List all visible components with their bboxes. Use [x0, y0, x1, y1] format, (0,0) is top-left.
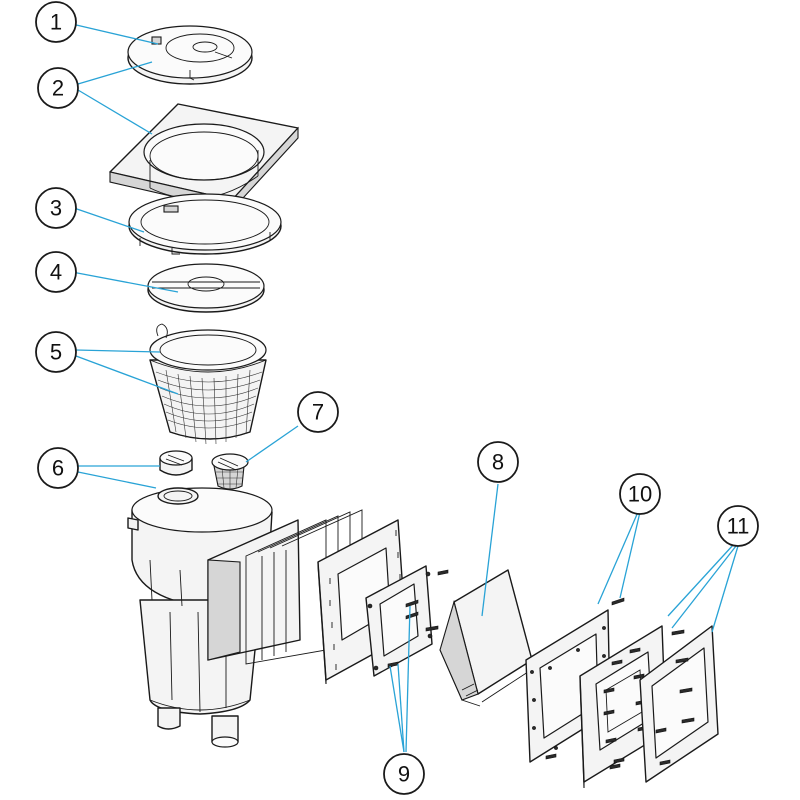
part-7-screen-plug — [211, 453, 249, 490]
leader-11c — [711, 545, 739, 633]
callout-3: 3 — [35, 187, 77, 229]
callout-1: 1 — [35, 1, 77, 43]
callout-11-label: 11 — [727, 514, 750, 539]
part-3-ring — [128, 193, 282, 255]
callout-11: 11 — [717, 505, 759, 547]
callout-4: 4 — [35, 251, 77, 293]
callout-3-label: 3 — [50, 196, 62, 221]
callout-6-label: 6 — [52, 456, 64, 481]
leader-3 — [73, 207, 145, 233]
leader-4 — [71, 271, 179, 293]
leader-1 — [71, 23, 159, 45]
callout-9-label: 9 — [398, 762, 410, 787]
leader-9c — [405, 605, 411, 753]
callout-2-label: 2 — [52, 76, 64, 101]
callout-1-label: 1 — [50, 10, 62, 35]
leader-9b — [397, 663, 405, 753]
leader-2b — [77, 89, 153, 135]
callout-10: 10 — [619, 473, 661, 515]
callout-5-label: 5 — [50, 340, 62, 365]
leader-11a — [667, 543, 735, 617]
part-5-basket — [149, 323, 267, 445]
leader-lines — [71, 23, 739, 753]
callout-8-label: 8 — [492, 450, 504, 475]
leader-11b — [671, 545, 737, 629]
leader-8 — [481, 483, 499, 617]
leader-5a — [75, 349, 161, 353]
callout-2: 2 — [37, 67, 79, 109]
part-1-lid — [127, 25, 253, 85]
skimmer-body — [127, 487, 363, 748]
callout-10-label: 10 — [628, 482, 652, 507]
leader-9a — [389, 665, 405, 753]
callout-7-label: 7 — [312, 400, 324, 425]
leader-10a — [597, 511, 639, 605]
callouts: 1 2 3 4 5 6 7 8 — [35, 1, 759, 795]
part-6-plug — [159, 450, 193, 476]
leader-7 — [245, 425, 299, 463]
callout-6: 6 — [37, 447, 79, 489]
leader-6b — [77, 471, 157, 489]
callout-8: 8 — [477, 441, 519, 483]
callout-5: 5 — [35, 331, 77, 373]
part-11-outer-gasket — [639, 625, 719, 783]
leader-2a — [77, 61, 153, 85]
leader-10b — [619, 511, 641, 599]
callout-4-label: 4 — [50, 260, 62, 285]
part-8-weir-flap — [439, 569, 535, 707]
callout-9: 9 — [383, 753, 425, 795]
callout-7: 7 — [297, 391, 339, 433]
part-4-disc — [147, 263, 265, 313]
leader-5b — [75, 355, 179, 395]
